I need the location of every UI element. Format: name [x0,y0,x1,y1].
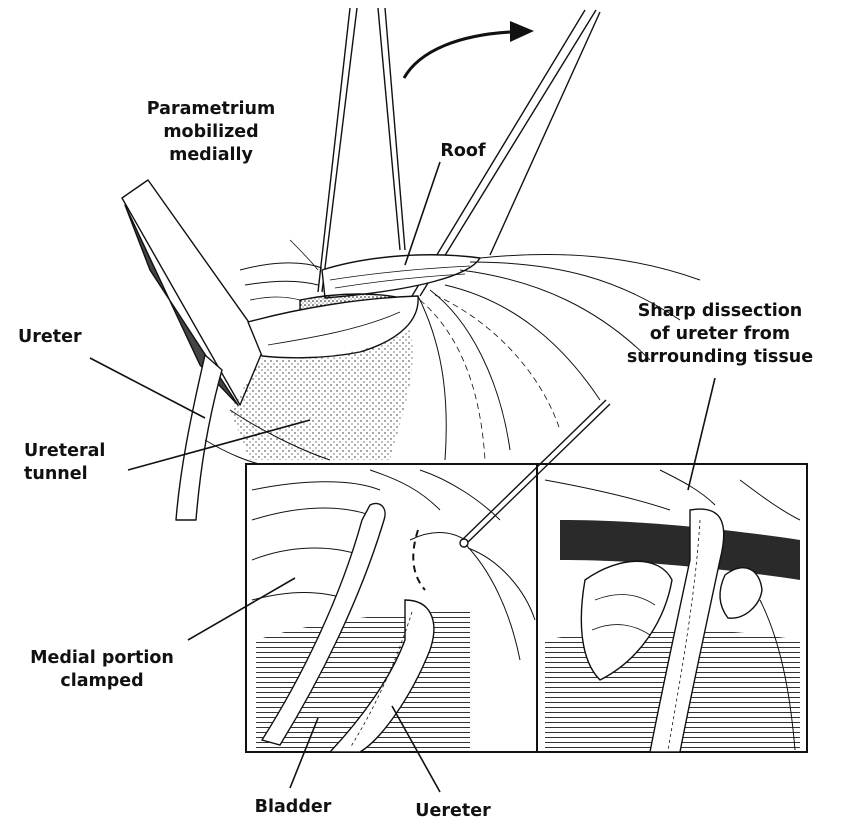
label-ureter-bottom: Uereter [408,800,498,823]
label-bladder: Bladder [248,796,338,819]
label-medial-portion: Medial portion clamped [12,647,192,693]
retractor-strand [378,8,400,250]
rotation-arrow [404,32,510,78]
label-ureter-top: Ureter [18,326,82,349]
retractor-strand [385,8,405,250]
arrow-head [510,21,534,42]
label-parametrium: Parametrium mobilized medially [126,98,296,167]
main-illustration [122,8,700,520]
label-sharp-dissection: Sharp dissection of ureter from surround… [600,300,840,369]
roof-tissue [322,255,480,298]
retractor-strand [318,8,350,292]
retractor-strand [322,8,357,292]
label-roof: Roof [428,140,498,163]
ureter-descending [176,355,222,520]
clamp-jaw [122,180,265,405]
forceps-strand [490,12,600,255]
label-ureteral-tunnel: Ureteral tunnel [24,440,105,486]
